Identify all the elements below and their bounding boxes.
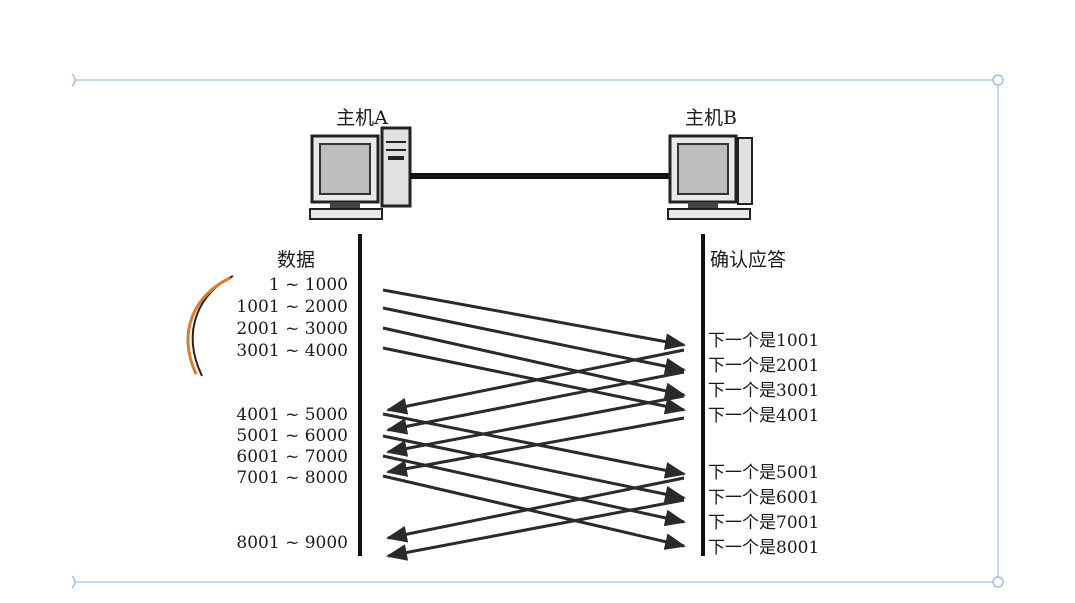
- data-header: 数据: [277, 249, 315, 271]
- data-segment-arrow: [382, 288, 687, 350]
- ack-label: 下一个是1001: [708, 331, 819, 351]
- resize-handle-bottom-right: [992, 576, 1004, 588]
- data-range-label: 3001 ~ 4000: [236, 341, 348, 361]
- ack-label: 下一个是5001: [708, 463, 819, 483]
- hand-drawn-bracket-annotation: [186, 275, 234, 377]
- ack-label: 下一个是2001: [708, 356, 819, 376]
- host-b-computer-icon: [667, 134, 753, 220]
- ack-arrow: [385, 370, 685, 435]
- ack-label: 下一个是4001: [708, 406, 819, 426]
- host-a-label: 主机A: [336, 107, 388, 129]
- selection-frame[interactable]: [71, 73, 1004, 589]
- resize-handle-top-right: [992, 74, 1004, 86]
- ack-label: 下一个是7001: [708, 513, 819, 533]
- ack-label: 下一个是3001: [708, 381, 819, 401]
- data-range-label: 8001 ~ 9000: [236, 533, 348, 553]
- data-range-label: 1001 ~ 2000: [236, 297, 348, 317]
- resize-handle-top-left: [71, 73, 76, 87]
- host-a-computer-icon: [309, 126, 412, 220]
- data-range-label: 6001 ~ 7000: [236, 447, 348, 467]
- data-range-label: 2001 ~ 3000: [236, 319, 348, 339]
- data-segment-arrow: [382, 474, 687, 550]
- data-range-label: 1 ~ 1000: [269, 275, 348, 295]
- data-range-label: 5001 ~ 6000: [236, 426, 348, 446]
- data-range-label: 4001 ~ 5000: [236, 405, 348, 425]
- data-segment-arrow: [382, 326, 687, 400]
- ack-label: 下一个是8001: [708, 538, 819, 558]
- ack-arrow: [385, 394, 685, 457]
- ack-arrow: [385, 498, 685, 561]
- ack-header: 确认应答: [710, 249, 786, 271]
- ack-arrow: [385, 348, 685, 415]
- ack-arrows: [385, 348, 685, 561]
- resize-handle-bottom-left: [71, 575, 76, 589]
- host-b-label: 主机B: [685, 107, 737, 129]
- ack-arrow: [385, 476, 685, 543]
- ack-arrow: [385, 416, 685, 477]
- data-range-label: 7001 ~ 8000: [236, 468, 348, 488]
- ack-labels: 下一个是1001 下一个是2001 下一个是3001 下一个是4001 下一个是5001…: [708, 331, 819, 558]
- ack-label: 下一个是6001: [708, 488, 819, 508]
